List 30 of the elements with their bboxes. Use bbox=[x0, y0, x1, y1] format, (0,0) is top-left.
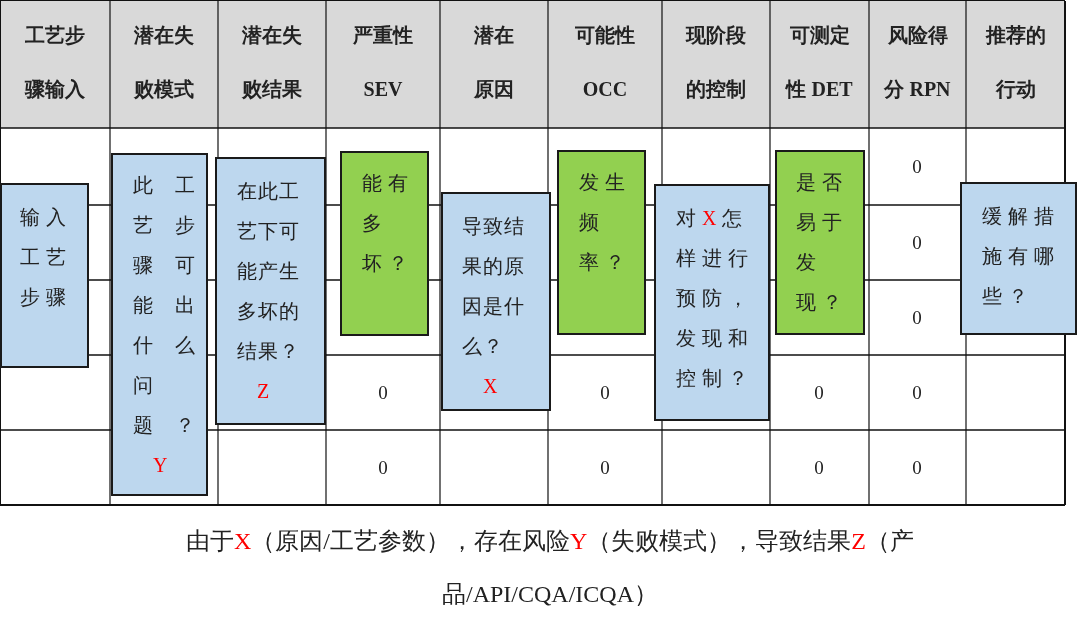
header-cell: 潜在失败模式 bbox=[110, 0, 218, 128]
score-value: 0 bbox=[813, 455, 825, 480]
callout-box: 此工艺步骤可能出什么问题？ Y bbox=[111, 153, 208, 496]
score-value: 0 bbox=[911, 230, 923, 255]
callout-box: 输入工艺步骤 bbox=[0, 183, 89, 368]
caption: 由于X（原因/工艺参数），存在风险Y（失败模式），导致结果Z（产品/API/CQA/ICQA） bbox=[185, 527, 915, 609]
callout-box: 在此工艺下可能产生多坏的结果？ Z bbox=[215, 157, 326, 425]
header-cell: 现阶段的控制 bbox=[662, 0, 770, 128]
header-cell: 可能性OCC bbox=[548, 0, 662, 128]
score-value: 0 bbox=[599, 380, 611, 405]
score-value: 0 bbox=[911, 305, 923, 330]
question-box: 发生频率？ bbox=[557, 150, 646, 335]
score-value: 0 bbox=[911, 380, 923, 405]
header-cell: 潜在失败结果 bbox=[218, 0, 326, 128]
header-cell: 潜在原因 bbox=[440, 0, 548, 128]
header-cell: 工艺步骤输入 bbox=[0, 0, 110, 128]
header-cell: 严重性SEV bbox=[326, 0, 440, 128]
header-cell: 可测定性 DET bbox=[770, 0, 869, 128]
question-box: 能有多坏？ bbox=[340, 151, 429, 336]
header-cell: 推荐的行动 bbox=[966, 0, 1065, 128]
score-value: 0 bbox=[911, 455, 923, 480]
header-cell: 风险得分 RPN bbox=[869, 0, 966, 128]
score-value: 0 bbox=[813, 380, 825, 405]
score-value: 0 bbox=[377, 455, 389, 480]
callout-box: 缓解措施有哪些？ bbox=[960, 182, 1077, 335]
score-value: 0 bbox=[377, 380, 389, 405]
score-value: 0 bbox=[599, 455, 611, 480]
score-value: 0 bbox=[911, 154, 923, 179]
question-box: 是否易于发现？ bbox=[775, 150, 865, 335]
callout-box: 导致结果的原因是什么？ X bbox=[441, 192, 551, 411]
